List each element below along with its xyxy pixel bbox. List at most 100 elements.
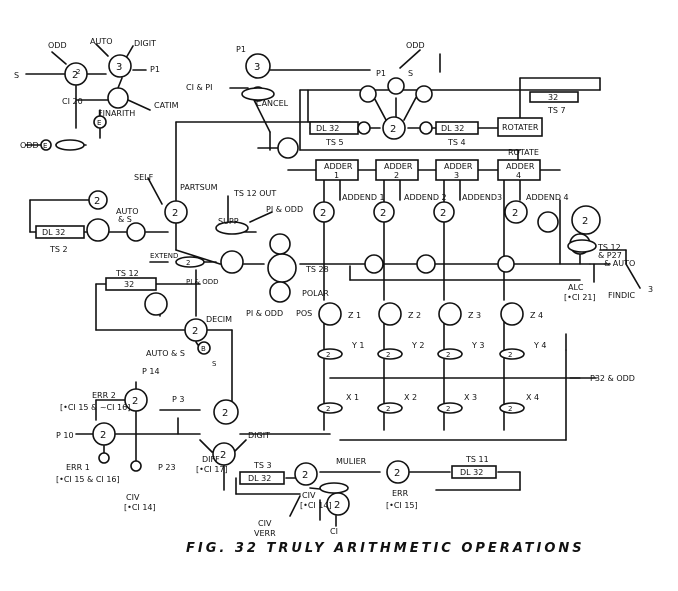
label-cancel: CANCEL bbox=[256, 99, 289, 108]
gate-x2-2: 2 bbox=[386, 405, 390, 413]
label-adder2-n: 2 bbox=[394, 171, 399, 180]
gate-x4-2: 2 bbox=[508, 405, 512, 413]
label-auto-ts2: AUTO bbox=[116, 207, 139, 216]
label-pos: POS bbox=[296, 309, 312, 318]
label-decim: DECIM bbox=[206, 315, 232, 324]
node-2-p10: 2 bbox=[100, 430, 106, 441]
label-extend: EXTEND bbox=[150, 252, 178, 260]
label-ts7: TS 7 bbox=[547, 106, 566, 115]
label-32-ts12: 32 bbox=[124, 280, 134, 289]
label-auto-tl: AUTO bbox=[90, 37, 113, 46]
label-x4: X 4 bbox=[526, 393, 539, 402]
label-x3: X 3 bbox=[464, 393, 477, 402]
label-ci15-16b: [•CI 15 & CI 16] bbox=[56, 475, 120, 484]
label-ts11: TS 11 bbox=[465, 455, 489, 464]
label-dl32-a: DL 32 bbox=[316, 124, 339, 133]
node-2-ad3: 2 bbox=[440, 208, 446, 219]
label-ts2: TS 2 bbox=[49, 245, 68, 254]
label-rotater: ROTATER bbox=[502, 123, 539, 132]
label-s-tl: S bbox=[14, 71, 19, 80]
label-civ-a: CIV bbox=[126, 493, 140, 502]
label-diff: DIFF bbox=[202, 455, 220, 464]
gates bbox=[55, 87, 597, 494]
label-ts12-right: TS 12 bbox=[597, 243, 621, 252]
label-pi-odd-c: PI & ODD bbox=[246, 309, 283, 318]
node-2-err: 2 bbox=[394, 468, 400, 479]
label-err1: ERR 1 bbox=[66, 463, 90, 472]
label-addend3: ADDEND3 bbox=[462, 193, 502, 202]
node-2-ts2: 2 bbox=[94, 196, 100, 207]
label-y4: Y 4 bbox=[533, 341, 547, 350]
node-2-decim: 2 bbox=[192, 326, 198, 337]
label-ts4: TS 4 bbox=[447, 138, 466, 147]
label-s-right: 3 bbox=[648, 285, 653, 294]
label-addend2: ADDEND 2 bbox=[404, 193, 447, 202]
node-2-ts3: 2 bbox=[302, 470, 308, 481]
node-2-ad4: 2 bbox=[512, 208, 518, 219]
gate-y3-2: 2 bbox=[446, 351, 450, 359]
label-civ-b: CIV bbox=[302, 491, 316, 500]
label-ci21: [•CI 21] bbox=[564, 293, 596, 302]
label-odd-top: ODD bbox=[406, 41, 425, 50]
label-dl32-e: DL 32 bbox=[460, 468, 483, 477]
label-polar: POLAR bbox=[302, 289, 329, 298]
label-err: ERR bbox=[392, 489, 409, 498]
label-addend1: ADDEND 1 bbox=[342, 193, 385, 202]
node-2-diff: 2 bbox=[220, 450, 226, 461]
label-civ-c: CIV bbox=[258, 519, 272, 528]
label-ts12out: TS 12 OUT bbox=[233, 189, 276, 198]
label-ci14-b: [•CI 14] bbox=[300, 501, 332, 510]
label-auto-s: AUTO & S bbox=[146, 349, 185, 358]
label-y3: Y 3 bbox=[471, 341, 485, 350]
label-x1: X 1 bbox=[346, 393, 359, 402]
label-alc: ALC bbox=[568, 283, 584, 292]
label-gate-2: 2 bbox=[186, 259, 190, 267]
gate-2-tl: 2 bbox=[76, 68, 80, 76]
label-digit-tl: DIGIT bbox=[134, 39, 156, 48]
label-ts28: TS 28 bbox=[305, 265, 329, 274]
label-y2: Y 2 bbox=[411, 341, 425, 350]
node-2-right: 2 bbox=[582, 216, 588, 227]
label-ts3: TS 3 bbox=[253, 461, 272, 470]
label-adder1-n: 1 bbox=[334, 171, 339, 180]
node-3-top: 3 bbox=[254, 62, 260, 73]
label-p23: P 23 bbox=[158, 463, 176, 472]
label-s-decim: S bbox=[212, 360, 217, 368]
label-adder3: ADDER bbox=[444, 162, 473, 171]
gate-x3-2: 2 bbox=[446, 405, 450, 413]
label-p10: P 10 bbox=[56, 431, 74, 440]
label-ands-ts2: & S bbox=[118, 215, 132, 224]
node-2-ad1: 2 bbox=[320, 208, 326, 219]
figure-title: FIG. 32 TRULY ARITHMETIC OPERATIONS bbox=[186, 541, 585, 556]
nodes bbox=[40, 53, 601, 516]
label-ts5: TS 5 bbox=[325, 138, 344, 147]
label-adder4-n: 4 bbox=[516, 171, 521, 180]
label-dl32-d: DL 32 bbox=[248, 474, 271, 483]
node-2-partsum: 2 bbox=[172, 208, 178, 219]
label-b: B bbox=[201, 345, 206, 353]
label-ci14-a: [•CI 14] bbox=[124, 503, 156, 512]
label-p3: P 3 bbox=[172, 395, 184, 404]
label-x2: X 2 bbox=[404, 393, 417, 402]
label-verr: VERR bbox=[254, 529, 276, 538]
node-2-digit: 2 bbox=[222, 408, 228, 419]
label-odd-l: ODD bbox=[20, 141, 39, 150]
label-ts12: TS 12 bbox=[115, 269, 139, 278]
label-rotate: ROTATE bbox=[508, 148, 539, 157]
label-p14: P 14 bbox=[142, 367, 160, 376]
label-ci15: [•CI 15] bbox=[386, 501, 418, 510]
label-partsum: PARTSUM bbox=[180, 183, 218, 192]
node-2-ad2: 2 bbox=[380, 208, 386, 219]
gate-y2-2: 2 bbox=[386, 351, 390, 359]
label-auto-right: & AUTO bbox=[604, 259, 635, 268]
label-digit: DIGIT bbox=[248, 431, 270, 440]
node-2-ci: 2 bbox=[334, 500, 340, 511]
gate-x1-2: 2 bbox=[326, 405, 330, 413]
label-ci: CI bbox=[330, 527, 338, 536]
label-mulier: MULIER bbox=[336, 457, 367, 466]
label-err2: ERR 2 bbox=[92, 391, 116, 400]
label-z2: Z 2 bbox=[408, 311, 421, 320]
label-odd-tl: ODD bbox=[48, 41, 67, 50]
